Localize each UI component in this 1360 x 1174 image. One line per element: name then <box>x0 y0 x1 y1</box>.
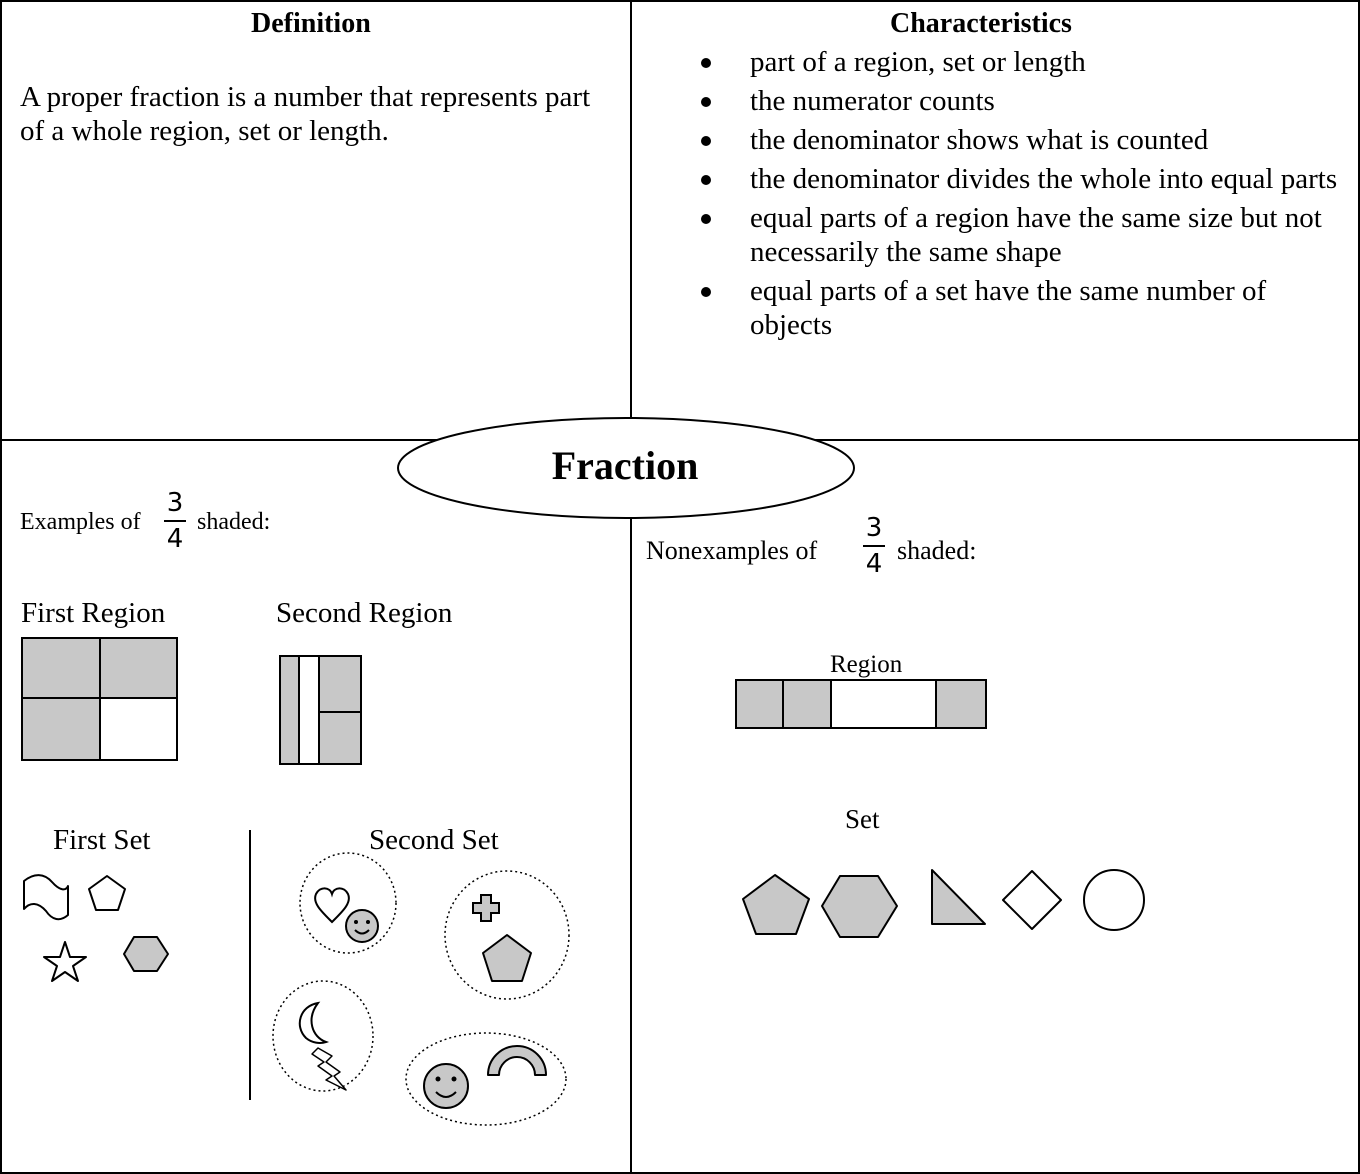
pentagon-shaded-icon <box>482 934 532 982</box>
characteristic-item: the denominator shows what is counted <box>640 123 1350 157</box>
bullet-icon <box>701 58 711 68</box>
hexagon-shaded-icon <box>821 875 898 938</box>
first-region-shape <box>21 637 178 761</box>
cross-icon <box>472 894 500 922</box>
characteristic-item: equal parts of a region have the same si… <box>640 201 1350 269</box>
pentagon-outline-icon <box>88 875 126 911</box>
characteristic-item: the numerator counts <box>640 84 1350 118</box>
group-circle <box>299 852 397 954</box>
bullet-icon <box>701 175 711 185</box>
bullet-icon <box>701 214 711 224</box>
first-region-label: First Region <box>21 597 166 629</box>
examples-suffix: shaded: <box>197 509 271 535</box>
heart-icon <box>314 887 350 924</box>
bullet-icon <box>701 97 711 107</box>
examples-fraction: 3 4 <box>164 489 186 553</box>
nonexamples-prefix: Nonexamples of <box>646 536 818 565</box>
title-oval <box>397 417 855 519</box>
fraction-denominator: 4 <box>166 524 184 554</box>
nonexample-set-label: Set <box>845 804 880 834</box>
diamond-outline-icon <box>1002 870 1062 930</box>
pentagon-shaded-icon <box>742 874 810 935</box>
second-region-shape <box>279 655 362 765</box>
lightning-icon <box>311 1047 347 1091</box>
fraction-bar <box>164 520 186 522</box>
nonexample-region-label: Region <box>830 651 903 678</box>
bullet-icon <box>701 136 711 146</box>
characteristic-item: part of a region, set or length <box>640 45 1350 79</box>
characteristics-heading: Characteristics <box>890 8 1072 39</box>
group-circle <box>405 1032 567 1126</box>
flag-icon <box>23 874 69 921</box>
fraction-numerator: 3 <box>166 488 184 518</box>
nonexample-region-shape <box>735 679 987 729</box>
second-set-label: Second Set <box>369 824 499 856</box>
first-set-label: First Set <box>53 824 151 856</box>
examples-prefix: Examples of <box>20 509 141 535</box>
characteristic-item: the denominator divides the whole into e… <box>640 162 1350 196</box>
first-set-shapes <box>23 874 169 982</box>
hexagon-shaded-icon <box>123 936 169 972</box>
characteristic-item: equal parts of a set have the same numbe… <box>640 274 1350 342</box>
second-region-label: Second Region <box>276 597 453 629</box>
group-circle <box>272 980 374 1092</box>
diagram-title: Fraction <box>551 443 699 488</box>
definition-heading: Definition <box>251 8 371 39</box>
characteristics-list: part of a region, set or length the nume… <box>640 45 1350 347</box>
nonexamples-suffix: shaded: <box>897 536 977 565</box>
fraction-denominator: 4 <box>865 549 883 579</box>
bullet-icon <box>701 287 711 297</box>
star-icon <box>43 941 87 982</box>
circle-outline-icon <box>1083 869 1145 931</box>
nonexamples-fraction: 3 4 <box>863 514 885 578</box>
fraction-bar <box>863 545 885 547</box>
triangle-shaded-icon <box>931 869 986 925</box>
second-set-shapes <box>272 852 570 1126</box>
group-circle <box>444 870 570 1000</box>
smiley-icon <box>345 909 379 943</box>
nonexample-set-shapes <box>742 869 1145 938</box>
moon-icon <box>298 1001 330 1044</box>
definition-text: A proper fraction is a number that repre… <box>20 81 591 147</box>
arch-icon <box>487 1045 547 1076</box>
fraction-numerator: 3 <box>865 513 883 543</box>
smiley-icon <box>423 1063 469 1109</box>
